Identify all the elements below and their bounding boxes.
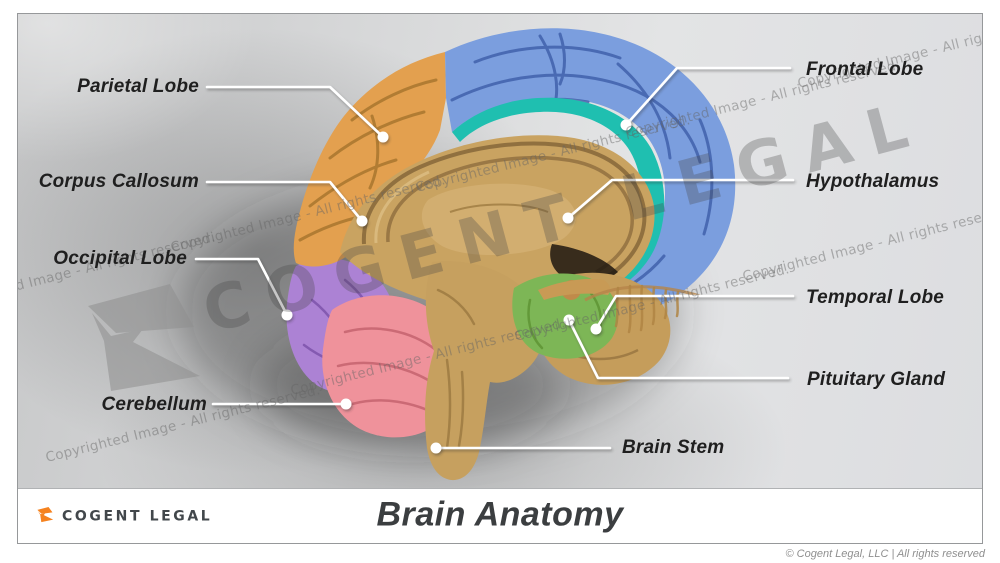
- cingulate-band-region: [452, 97, 665, 307]
- leader-pituitary-gland: [567, 318, 790, 380]
- cogent-logo-watermark: [88, 284, 200, 391]
- label-brain-stem: Brain Stem: [622, 437, 725, 458]
- thalamus-region: [421, 183, 576, 256]
- illustration-card: COGENT LEGAL Copyrighted Image - All rig…: [17, 13, 983, 544]
- leader-corpus-callosum: [205, 180, 364, 223]
- label-occipital-lobe: Occipital Lobe: [53, 248, 187, 269]
- third-ventricle-shadow: [550, 244, 618, 282]
- label-temporal-lobe: Temporal Lobe: [806, 287, 945, 308]
- label-hypothalamus: Hypothalamus: [806, 171, 940, 192]
- copyright-text: © Cogent Legal, LLC | All rights reserve…: [785, 548, 986, 560]
- label-pituitary-gland: Pituitary Gland: [807, 369, 946, 390]
- optic-tract-detail: [538, 279, 611, 300]
- leader-temporal-lobe: [594, 294, 795, 331]
- leader-parietal-lobe: [205, 85, 385, 139]
- leader-lines: [194, 66, 795, 450]
- leader-hypothalamus: [566, 178, 795, 220]
- frontal-base-rim: [584, 285, 701, 302]
- leader-frontal-lobe: [624, 66, 792, 127]
- diagram-stage: COGENT LEGAL Copyrighted Image - All rig…: [18, 14, 982, 489]
- diagram-art: COGENT LEGAL Copyrighted Image - All rig…: [18, 14, 982, 488]
- footer-brand: COGENT LEGAL: [37, 507, 212, 526]
- footer-band: COGENT LEGAL Brain Anatomy: [18, 489, 982, 543]
- nerve-root-fringes: [614, 284, 680, 334]
- leader-dots: [281, 119, 632, 454]
- leader-occipital-lobe: [194, 257, 289, 317]
- cogent-logo-icon: [37, 507, 54, 523]
- label-parietal-lobe: Parietal Lobe: [77, 76, 199, 97]
- page-title: Brain Anatomy: [376, 495, 624, 534]
- footer-brand-name: COGENT LEGAL: [62, 508, 213, 524]
- label-cerebellum: Cerebellum: [101, 394, 207, 415]
- label-frontal-lobe: Frontal Lobe: [806, 59, 924, 80]
- label-corpus-callosum: Corpus Callosum: [38, 171, 199, 192]
- brain-illustration: [178, 28, 795, 481]
